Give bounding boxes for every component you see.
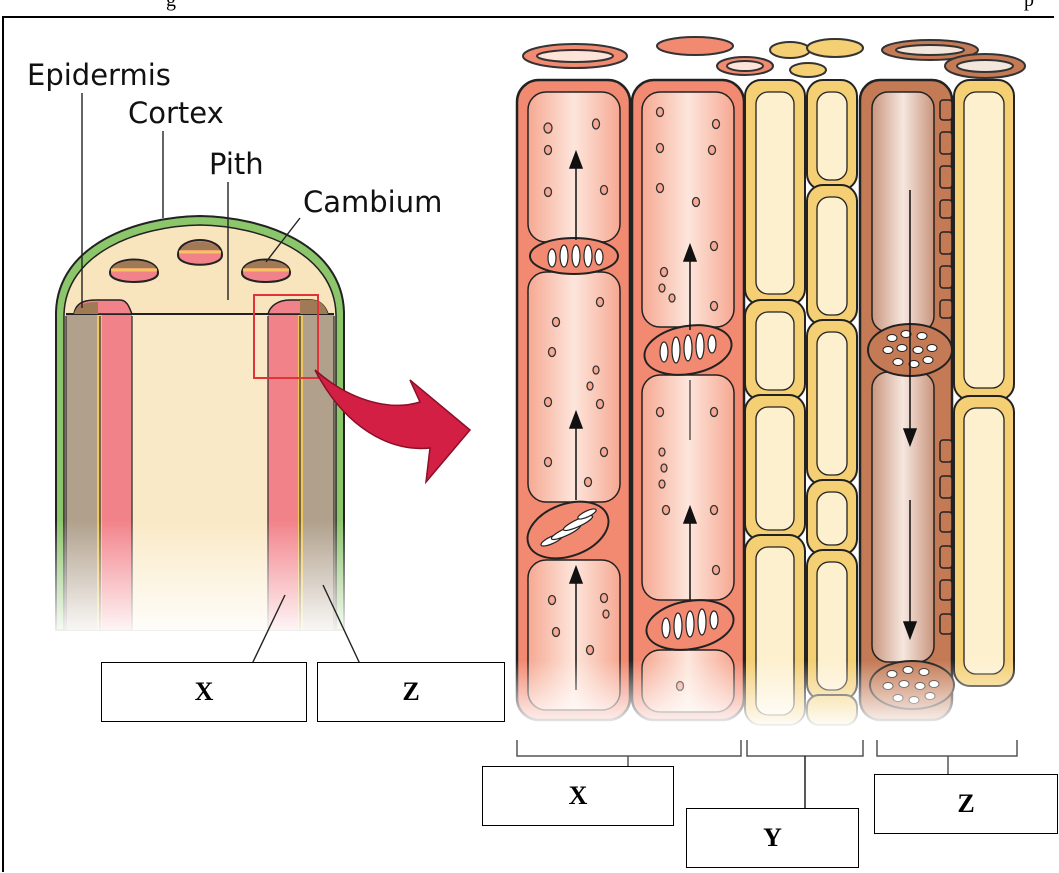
stem-section [40, 216, 360, 640]
answer-box-x-left[interactable]: X [101, 662, 307, 722]
xylem-vessel [632, 80, 744, 720]
answer-box-z-right[interactable]: Z [874, 774, 1058, 834]
label-cortex: Cortex [128, 96, 224, 130]
vascular-bundle [110, 260, 158, 283]
label-epidermis: Epidermis [27, 58, 171, 92]
answer-box-y[interactable]: Y [686, 808, 859, 868]
answer-box-x-right[interactable]: X [482, 766, 674, 826]
vascular-bundle [178, 240, 222, 265]
label-pith: Pith [209, 147, 264, 181]
answer-box-z-left[interactable]: Z [317, 662, 505, 722]
xylem-vessel [517, 80, 630, 720]
label-cambium: Cambium [303, 185, 442, 219]
magnified-tissue [505, 37, 1030, 730]
vascular-bundle [242, 260, 290, 283]
